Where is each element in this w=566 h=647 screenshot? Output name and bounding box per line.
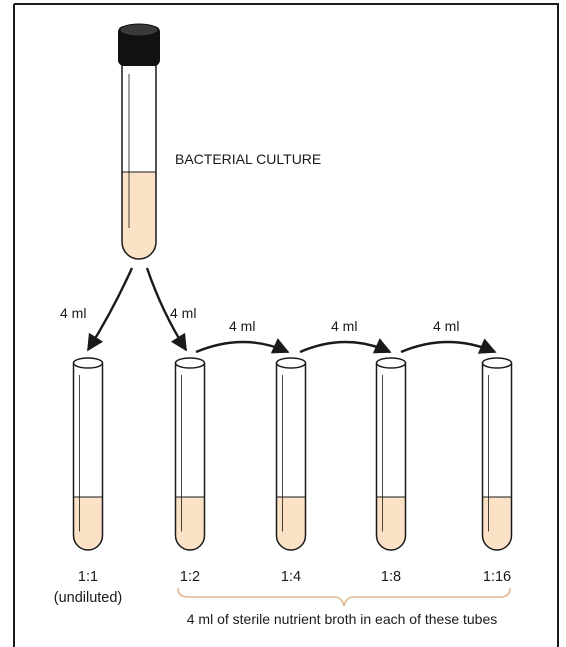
dilution-tube-4 (377, 358, 406, 550)
grouping-bracket (178, 588, 510, 606)
culture-label: BACTERIAL CULTURE (175, 151, 321, 167)
ratio-label-1: 1:1 (78, 569, 98, 585)
tube-liquid (377, 497, 406, 550)
dilution-tubes (74, 358, 512, 550)
serial-transfer-arrows (196, 342, 495, 352)
tube-liquid (176, 497, 205, 550)
culture-tube (118, 24, 160, 259)
ratio-label-5: 1:16 (483, 569, 511, 585)
transfer-label-4: 4 ml (331, 318, 357, 334)
undiluted-note: (undiluted) (54, 590, 123, 606)
tube-rim (377, 358, 406, 368)
tube-rim (483, 358, 512, 368)
arrow-tube-2-to-3 (196, 342, 288, 352)
arrow-to-tube-1 (88, 268, 132, 350)
tube-rim (277, 358, 306, 368)
ratio-label-4: 1:8 (381, 569, 401, 585)
tube-liquid (277, 497, 306, 550)
dilution-tube-5 (483, 358, 512, 550)
arrow-tube-3-to-4 (300, 342, 390, 352)
culture-liquid (122, 172, 156, 259)
ratio-label-2: 1:2 (180, 569, 200, 585)
transfer-label-2: 4 ml (170, 305, 196, 321)
culture-cap-top (120, 24, 158, 36)
ratio-label-3: 1:4 (281, 569, 301, 585)
tube-rim (176, 358, 205, 368)
transfer-label-5: 4 ml (433, 318, 459, 334)
arrow-tube-4-to-5 (401, 342, 495, 352)
dilution-tube-1 (74, 358, 103, 550)
tube-rim (74, 358, 103, 368)
transfer-label-3: 4 ml (229, 318, 255, 334)
dilution-tube-3 (277, 358, 306, 550)
tube-liquid (483, 497, 512, 550)
tube-liquid (74, 497, 103, 550)
dilution-tube-2 (176, 358, 205, 550)
bracket-caption: 4 ml of sterile nutrient broth in each o… (187, 611, 498, 627)
frame-border (14, 4, 558, 647)
transfer-label-1: 4 ml (60, 305, 86, 321)
